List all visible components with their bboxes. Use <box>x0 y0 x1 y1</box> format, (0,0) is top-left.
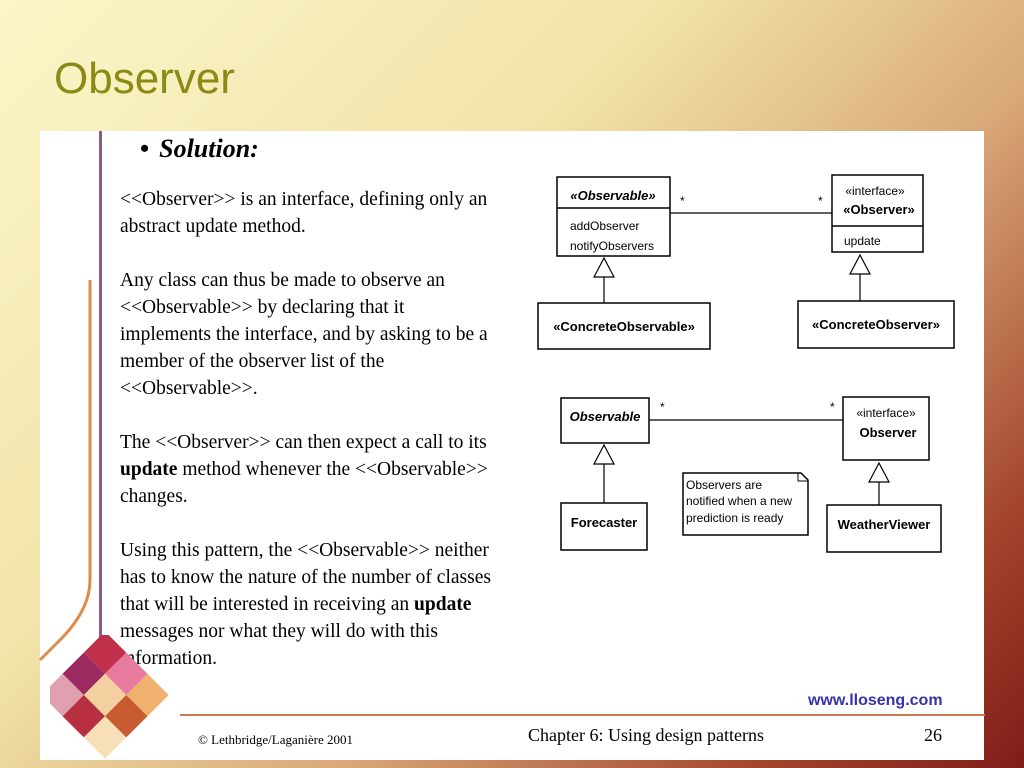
note-line-2: notified when a new <box>686 494 792 508</box>
paragraph-text: method whenever the <<Observable>> chang… <box>120 459 488 507</box>
concrete-observable-name: «ConcreteObservable» <box>553 319 695 334</box>
chapter-title: Chapter 6: Using design patterns <box>528 725 764 745</box>
emphasis-text: update <box>120 459 178 480</box>
multiplicity-left: * <box>680 194 685 208</box>
page-number: 26 <box>924 725 942 745</box>
generalization-arrow-icon <box>868 461 890 483</box>
body-paragraph-2: Any class can thus be made to observe an… <box>120 267 500 402</box>
observer-op: update <box>844 234 881 248</box>
bullet-text: Solution: <box>159 134 259 163</box>
example-observer-box <box>842 396 930 461</box>
note-line-3: prediction is ready <box>686 511 783 525</box>
body-paragraph-1: <<Observer>> is an interface, defining o… <box>120 186 500 240</box>
uml-diagram: «Observable» addObserver notifyObservers… <box>537 174 955 553</box>
paragraph-text: The <<Observer>> can then expect a call … <box>120 432 487 453</box>
forecaster-box <box>560 502 648 551</box>
observer-stereotype: «interface» <box>845 184 905 198</box>
body-paragraph-3: The <<Observer>> can then expect a call … <box>120 429 500 510</box>
example-multiplicity-right: * <box>830 400 835 414</box>
website-link[interactable]: www.lloseng.com <box>808 692 943 709</box>
slide-title: Observer <box>54 54 235 103</box>
example-observer-name: Observer <box>859 425 916 440</box>
concrete-observable-box <box>537 302 711 350</box>
example-observable-name: Observable <box>570 409 641 424</box>
concrete-observer-name: «ConcreteObserver» <box>812 317 940 332</box>
multiplicity-right: * <box>818 194 823 208</box>
solution-bullet: • Solution: <box>140 134 259 164</box>
generalization-arrow-icon <box>849 253 871 275</box>
example-observable-box <box>560 397 650 444</box>
paragraph-text: Any class can thus be made to observe an… <box>120 270 488 399</box>
weatherviewer-name: WeatherViewer <box>838 517 931 532</box>
observable-op-1: addObserver <box>570 219 639 233</box>
observer-name: «Observer» <box>843 202 915 217</box>
example-observer-stereotype: «interface» <box>856 406 916 420</box>
footer-divider <box>180 714 985 716</box>
example-multiplicity-left: * <box>660 400 665 414</box>
note-line-1: Observers are <box>686 478 762 492</box>
concrete-observer-box <box>797 300 955 349</box>
content-panel <box>40 131 984 760</box>
paragraph-text: Using this pattern, the <<Observable>> n… <box>120 540 491 615</box>
observable-op-2: notifyObservers <box>570 239 654 253</box>
emphasis-text: update <box>414 594 472 615</box>
generalization-arrow-icon <box>593 443 615 465</box>
generalization-arrow-icon <box>593 256 615 278</box>
paragraph-text: <<Observer>> is an interface, defining o… <box>120 189 488 237</box>
bullet-dot-icon: • <box>140 134 150 163</box>
body-text: <<Observer>> is an interface, defining o… <box>120 186 500 699</box>
copyright-text: © Lethbridge/Laganière 2001 <box>198 732 353 747</box>
mosaic-logo-icon <box>50 635 169 759</box>
weatherviewer-box <box>826 504 942 553</box>
forecaster-name: Forecaster <box>571 515 637 530</box>
observable-class-box <box>556 176 671 257</box>
observable-name: «Observable» <box>570 188 655 203</box>
observer-interface-box <box>831 174 924 253</box>
paragraph-text: messages nor what they will do with this… <box>120 621 438 669</box>
note-box <box>682 472 809 536</box>
body-paragraph-4: Using this pattern, the <<Observable>> n… <box>120 537 500 672</box>
decorative-vertical-line <box>99 131 102 661</box>
